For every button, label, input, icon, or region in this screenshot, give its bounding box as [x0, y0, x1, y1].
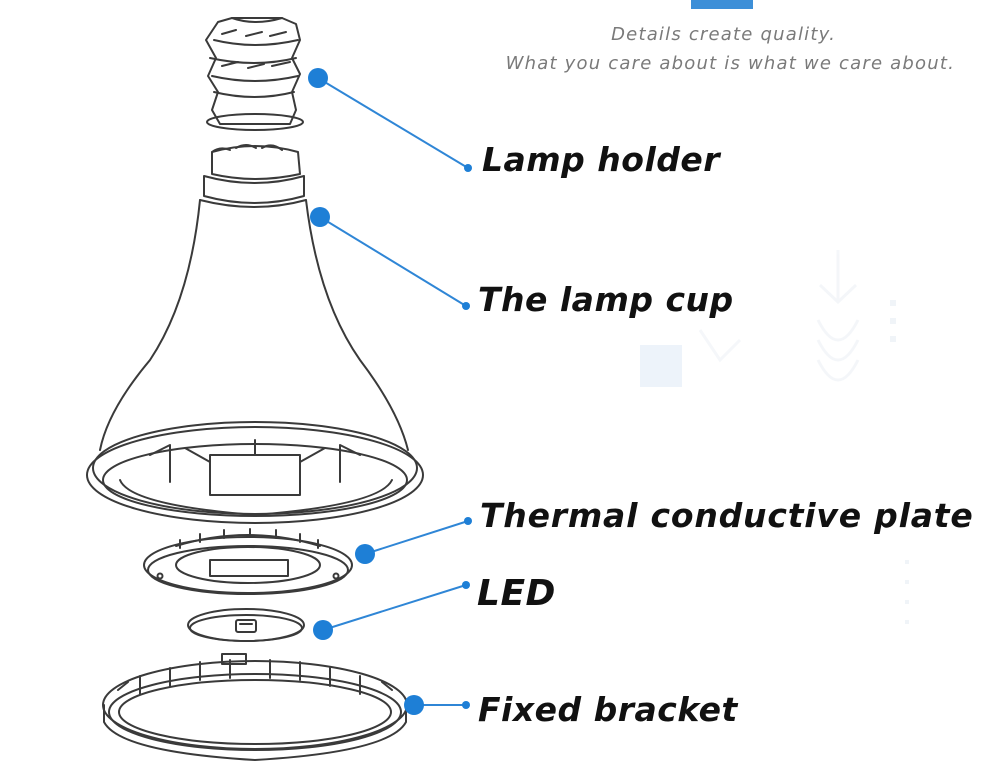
leader-fixed-bracket [404, 695, 470, 715]
label-led: LED [477, 573, 556, 614]
accent-bar [691, 0, 753, 9]
thermal-plate-part [143, 528, 353, 595]
leader-lamp-holder [308, 68, 472, 172]
led-part [187, 608, 305, 642]
label-thermal-plate: Thermal conductive plate [480, 496, 974, 535]
label-fixed-bracket: Fixed bracket [478, 690, 738, 729]
leader-lamp-cup [310, 207, 470, 310]
label-lamp-holder: Lamp holder [482, 140, 721, 179]
leader-led [313, 581, 470, 640]
lamp-cup-part [86, 144, 424, 524]
label-lamp-cup: The lamp cup [478, 280, 734, 319]
tagline-line-2: What you care about is what we care abou… [505, 53, 955, 74]
leader-thermal-plate [355, 517, 472, 564]
lamp-holder-part [205, 17, 304, 131]
tagline-line-1: Details create quality. [611, 24, 836, 45]
